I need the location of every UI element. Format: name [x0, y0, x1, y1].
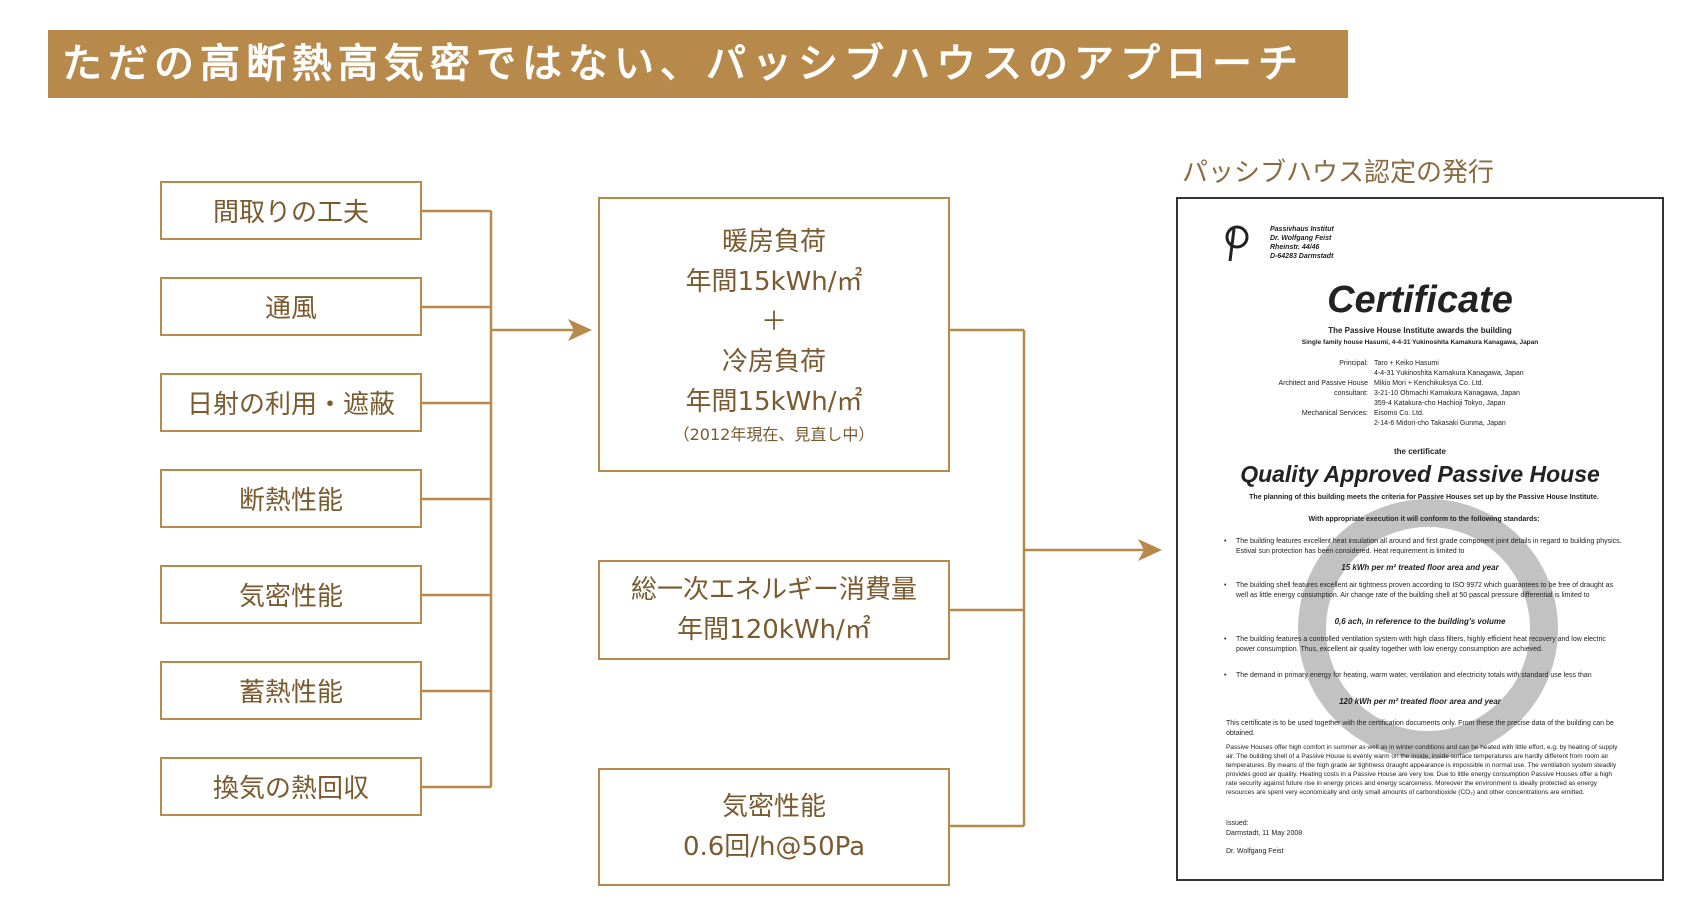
heating-load-value: 年間15kWh/㎡: [685, 266, 863, 297]
feature-label: 日射の利用・遮蔽: [186, 390, 395, 420]
load-box: 暖房負荷 年間15kWh/㎡ ＋ 冷房負荷 年間15kWh/㎡ （2012年現在…: [598, 197, 950, 472]
airtight-box: 気密性能 0.6回/h@50Pa: [598, 768, 950, 886]
the-certificate-line: the certificate: [1393, 447, 1447, 456]
arrow-head-middle: [568, 319, 592, 341]
certificate-caption: パッシブハウス認定の発行: [1182, 158, 1495, 188]
signer-name: Dr. Wolfgang Feist: [1226, 848, 1284, 855]
issued-date: Darmstadt, 11 May 2008: [1226, 830, 1303, 837]
feature-box-airtightness: 気密性能: [160, 565, 422, 624]
certificate-info: Principal: Taro + Keiko Hasumi 4-4-31 Yuk…: [1278, 359, 1524, 429]
page-title-banner: ただの高断熱高気密ではない、パッシブハウスのアプローチ: [48, 30, 1348, 98]
feature-label: 換気の熱回収: [212, 774, 369, 804]
heating-load-label: 暖房負荷: [721, 226, 826, 257]
institute-address: Passivhaus Institut Dr. Wolfgang Feist R…: [1270, 225, 1334, 261]
plus-sign: ＋: [760, 306, 787, 337]
comfort-text: Passive Houses offer high comfort in sum…: [1226, 744, 1618, 796]
arrow-head-right: [1138, 539, 1162, 561]
info-label: Architect and Passive House consultant:: [1278, 380, 1369, 397]
load-note: （2012年現在、見直し中）: [673, 424, 875, 444]
feature-box-ventilation: 通風: [160, 277, 422, 336]
feature-box-heat-recovery: 換気の熱回収: [160, 757, 422, 816]
building-line: Single family house Hasumi, 4-4-31 Yukin…: [1301, 339, 1539, 346]
page-title: ただの高断熱高気密ではない、パッシブハウスのアプローチ: [62, 41, 1304, 87]
usage-text: This certificate is to be used together …: [1226, 720, 1614, 737]
energy-box: 総一次エネルギー消費量 年間120kWh/㎡: [598, 560, 950, 660]
institute-line: Passivhaus Institut: [1270, 226, 1334, 233]
standard-bullet: The building features a controlled venti…: [1224, 635, 1622, 655]
feature-label: 気密性能: [238, 582, 343, 612]
standard-bullet: The building shell features excellent ai…: [1224, 581, 1622, 601]
institute-line: Dr. Wolfgang Feist: [1270, 235, 1332, 242]
info-value: 2-14-6 Midori-cho Takasaki Gunma, Japan: [1374, 420, 1506, 427]
standard-value: 15 kWh per m² treated floor area and yea…: [1341, 563, 1499, 572]
quality-heading: Quality Approved Passive House: [1240, 461, 1600, 487]
feature-label: 間取りの工夫: [212, 198, 369, 228]
feature-label: 通風: [264, 294, 317, 324]
certificate-image: Passivhaus Institut Dr. Wolfgang Feist R…: [1176, 197, 1664, 881]
airtight-value: 0.6回/h@50Pa: [682, 832, 866, 862]
feature-box-thermal-storage: 蓄熱性能: [160, 661, 422, 720]
awards-line: The Passive House Institute awards the b…: [1328, 326, 1512, 335]
energy-label: 総一次エネルギー消費量: [630, 575, 917, 605]
feature-label: 蓄熱性能: [238, 678, 343, 708]
institute-line: D-64283 Darmstadt: [1270, 253, 1334, 260]
feature-label: 断熱性能: [238, 486, 343, 516]
institute-line: Rheinstr. 44/46: [1270, 244, 1320, 251]
issued-label: Issued:: [1226, 820, 1249, 827]
info-value: Eisomo Co. Ltd.: [1374, 410, 1424, 417]
feature-box-insulation: 断熱性能: [160, 469, 422, 528]
issued-block: Issued: Darmstadt, 11 May 2008 Dr. Wolfg…: [1226, 819, 1302, 857]
standard-value: 120 kWh per m² treated floor area and ye…: [1339, 697, 1501, 706]
info-label: Mechanical Services:: [1301, 410, 1368, 417]
cooling-load-value: 年間15kWh/㎡: [685, 386, 863, 417]
cooling-load-label: 冷房負荷: [721, 346, 826, 377]
energy-value: 年間120kWh/㎡: [677, 615, 871, 645]
standard-value: 0,6 ach, in reference to the building's …: [1334, 617, 1506, 626]
feature-box-floorplan: 間取りの工夫: [160, 181, 422, 240]
feature-box-solar: 日射の利用・遮蔽: [160, 373, 422, 432]
info-label: Principal:: [1339, 360, 1368, 367]
standard-bullet: The demand in primary energy for heating…: [1224, 671, 1622, 681]
execution-text: With appropriate execution it will confo…: [1308, 516, 1540, 523]
standard-bullet: The building features excellent heat ins…: [1224, 537, 1622, 557]
airtight-label: 気密性能: [721, 792, 826, 822]
info-value: Taro + Keiko Hasumi: [1374, 360, 1439, 367]
phi-logo-icon: [1225, 225, 1249, 262]
info-value: Mikio Mori + Kenchikuksya Co. Ltd.: [1374, 380, 1484, 387]
info-value: 4-4-31 Yukinoshita Kamakura Kanagawa, Ja…: [1374, 370, 1524, 377]
info-value: 3-21-10 Ohmachi Kamakura Kanagawa, Japan: [1374, 390, 1520, 397]
info-value: 359-4 Katakura-cho Hachioji Tokyo, Japan: [1374, 400, 1506, 407]
certificate-heading: Certificate: [1327, 279, 1513, 321]
planning-text: The planning of this building meets the …: [1249, 494, 1599, 501]
